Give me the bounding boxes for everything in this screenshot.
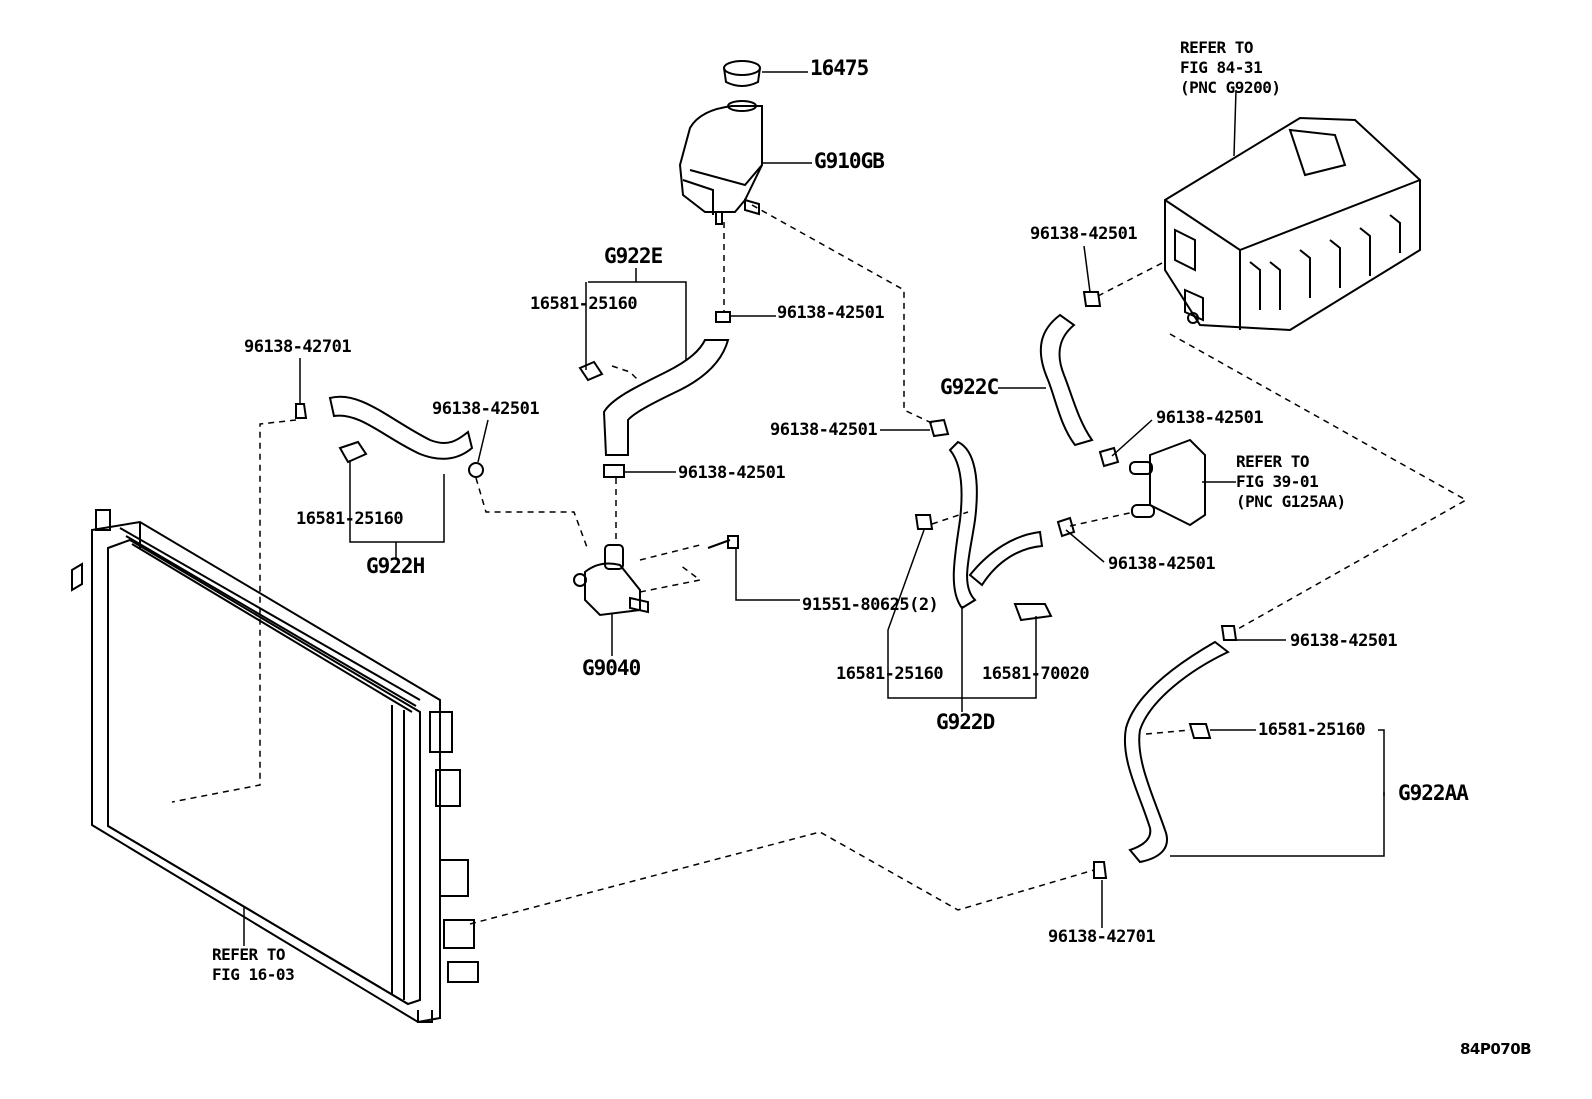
water-pump-icon bbox=[573, 544, 649, 617]
label-96138-42501-g922aa: 96138-42501 bbox=[1290, 631, 1398, 651]
radiator-icon bbox=[71, 509, 479, 1024]
label-g922e: G922E bbox=[604, 244, 663, 268]
label-g922aa: G922AA bbox=[1398, 781, 1469, 805]
hose-icon bbox=[328, 313, 1230, 864]
label-96138-42701-bottom: 96138-42701 bbox=[1048, 927, 1156, 947]
label-g922h: G922H bbox=[366, 554, 425, 578]
diagram-code: 84P070B bbox=[1460, 1040, 1532, 1058]
bolt-icon bbox=[707, 535, 739, 549]
inverter-icon bbox=[1164, 116, 1421, 332]
reservoir-tank-icon bbox=[678, 100, 763, 225]
label-96138-42501-g922h: 96138-42501 bbox=[432, 399, 540, 419]
label-96138-42501-reservoir: 96138-42501 bbox=[777, 303, 885, 323]
label-91551-80625: 91551-80625(2) bbox=[802, 595, 939, 615]
label-g910gb: G910GB bbox=[814, 149, 885, 173]
label-16581-25160-g922h: 16581-25160 bbox=[296, 509, 404, 529]
radiator-cap-icon bbox=[723, 60, 761, 87]
label-96138-42501-g922c: 96138-42501 bbox=[1156, 408, 1264, 428]
label-96138-42501-inverter: 96138-42501 bbox=[1030, 224, 1138, 244]
label-g9040: G9040 bbox=[582, 656, 641, 680]
label-96138-42501-g922d-top: 96138-42501 bbox=[770, 420, 878, 440]
label-refer-fig-84-31: REFER TO FIG 84-31 (PNC G9200) bbox=[1180, 38, 1281, 97]
label-refer-fig-16-03: REFER TO FIG 16-03 bbox=[212, 945, 295, 984]
label-96138-42701-left: 96138-42701 bbox=[244, 337, 352, 357]
cooler-bracket-icon bbox=[1129, 438, 1206, 527]
label-g922d: G922D bbox=[936, 710, 995, 734]
label-refer-fig-39-01: REFER TO FIG 39-01 (PNC G125AA) bbox=[1236, 452, 1346, 511]
label-g922c: G922C bbox=[940, 375, 999, 399]
label-16581-25160-upper: 16581-25160 bbox=[530, 294, 638, 314]
label-16581-25160-g922d: 16581-25160 bbox=[836, 664, 944, 684]
label-16581-25160-g922aa: 16581-25160 bbox=[1258, 720, 1366, 740]
label-16475: 16475 bbox=[810, 56, 869, 80]
label-96138-42501-pump: 96138-42501 bbox=[678, 463, 786, 483]
label-16581-70020: 16581-70020 bbox=[982, 664, 1090, 684]
connection-lines bbox=[171, 204, 1468, 925]
label-96138-42501-bracket: 96138-42501 bbox=[1108, 554, 1216, 574]
leader-lines bbox=[243, 71, 1385, 946]
